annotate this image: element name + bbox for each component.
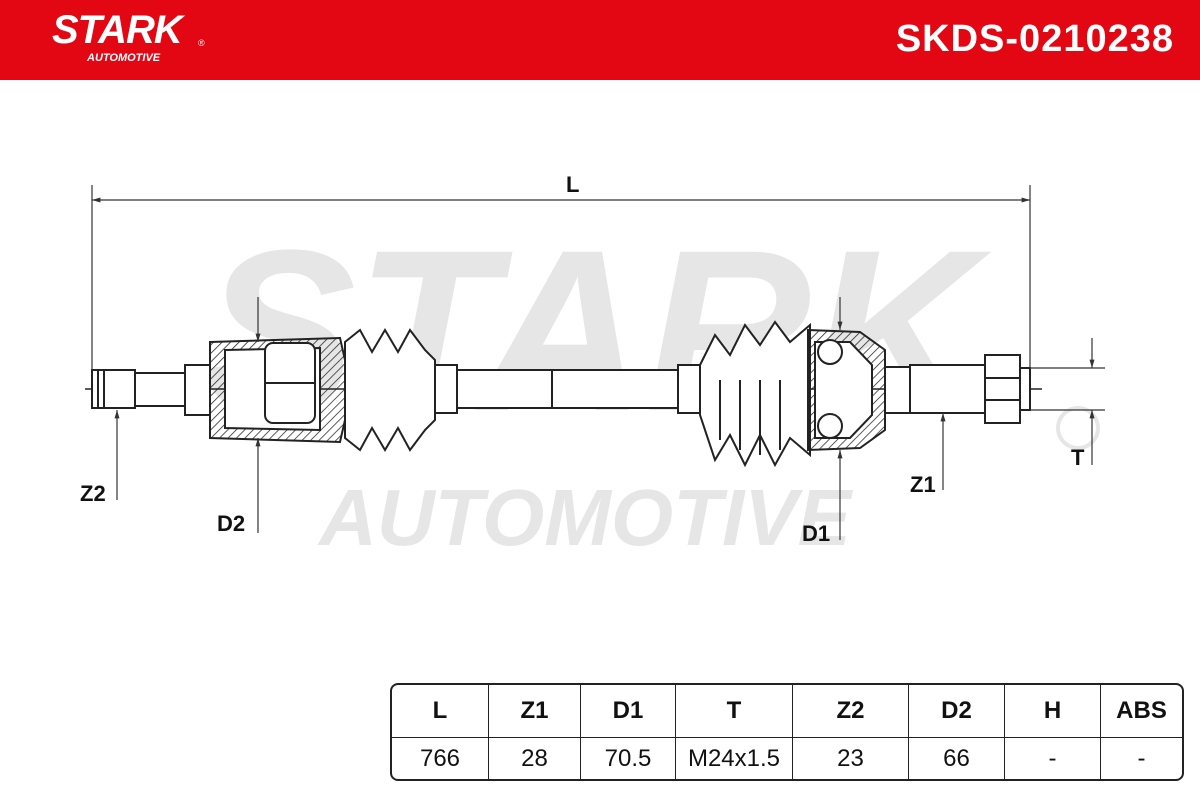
spec-header-row: L Z1 D1 T Z2 D2 H ABS (392, 685, 1182, 738)
spec-header: Z2 (793, 685, 909, 738)
spec-table: L Z1 D1 T Z2 D2 H ABS 766 28 70.5 M24x1.… (390, 683, 1184, 781)
part-number: SKDS-0210238 (895, 18, 1174, 60)
spec-header: ABS (1101, 685, 1182, 738)
label-Z1: Z1 (910, 472, 936, 497)
spec-value: 28 (489, 738, 581, 779)
spec-value: 766 (392, 738, 489, 779)
logo-brand: STARK (52, 8, 183, 52)
spec-header: L (392, 685, 489, 738)
label-L: L (566, 172, 580, 197)
label-T: T (1071, 445, 1085, 470)
stark-logo: STARK ® AUTOMOTIVE (52, 8, 205, 64)
spec-value: 23 (793, 738, 909, 779)
spec-value: - (1137, 744, 1146, 772)
spec-value-row: 766 28 70.5 M24x1.5 23 66 - - (392, 738, 1182, 779)
header-bar: STARK ® AUTOMOTIVE SKDS-0210238 (0, 0, 1200, 80)
svg-text:AUTOMOTIVE: AUTOMOTIVE (317, 473, 854, 562)
logo-sub: AUTOMOTIVE (87, 52, 161, 64)
spec-value: - (1005, 738, 1101, 779)
spec-header: D2 (909, 685, 1005, 738)
spec-value: 70.5 (581, 738, 676, 779)
label-D2: D2 (217, 511, 246, 536)
spec-header: T (676, 685, 793, 738)
label-Z2: Z2 (80, 481, 106, 506)
logo-registered: ® (198, 38, 205, 48)
spec-value: M24x1.5 (676, 738, 793, 779)
spec-header: Z1 (489, 685, 581, 738)
spec-header: D1 (581, 685, 676, 738)
spec-value: 66 (909, 738, 1005, 779)
drive-shaft-drawing: STARK AUTOMOTIVE (85, 185, 1105, 562)
label-D1: D1 (802, 521, 831, 546)
spec-header: H (1005, 685, 1101, 738)
